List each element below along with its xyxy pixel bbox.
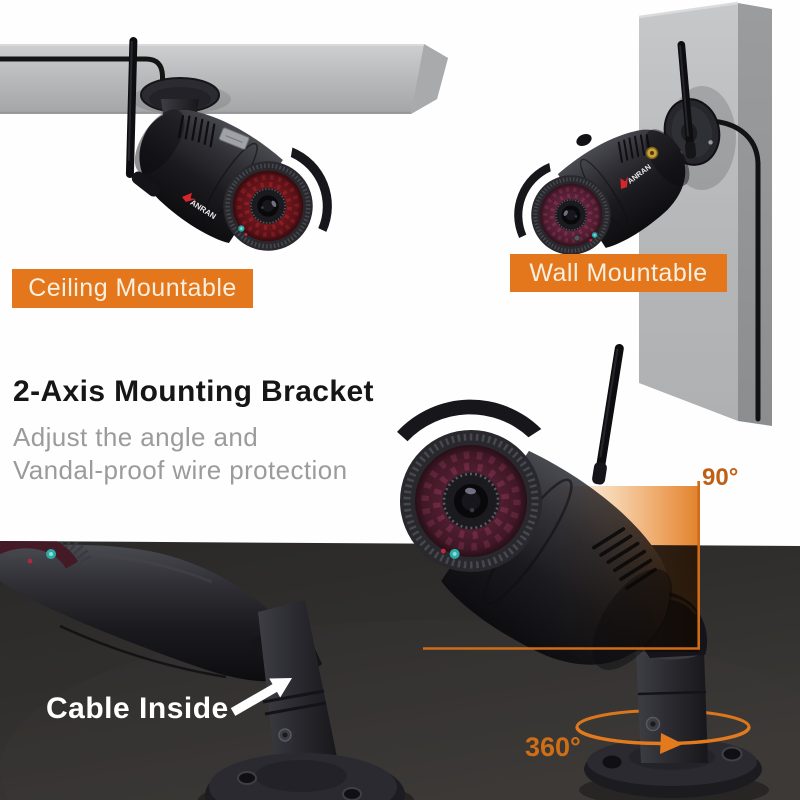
feature-description-line2: Vandal-proof wire protection [13, 455, 348, 485]
wifi-antenna-ceiling [125, 36, 138, 178]
feature-description: Adjust the angle and Vandal-proof wire p… [13, 421, 433, 487]
tilt-angle-line [423, 481, 700, 650]
wall-mountable-badge: Wall Mountable [510, 254, 727, 292]
ceiling-mountable-badge: Ceiling Mountable [12, 269, 253, 308]
power-cable-ceiling [0, 56, 165, 95]
wall-scene: ANRAN [493, 1, 772, 426]
wifi-antenna-wall [677, 40, 697, 159]
ceiling-scene: ANRAN [0, 36, 448, 289]
rotation-arrowhead-icon [660, 733, 683, 754]
ceiling-badge-label: Ceiling Mountable [28, 274, 237, 302]
closeup-camera [0, 541, 414, 800]
ir-panel-edge [0, 541, 79, 569]
feature-description-line1: Adjust the angle and [13, 422, 259, 452]
mount-stem-left [258, 600, 338, 772]
tilt-angle-callout: 90° [702, 464, 739, 491]
brand-mark-icon [182, 192, 197, 202]
feature-text-block: 2-Axis Mounting Bracket Adjust the angle… [13, 374, 433, 487]
cable-pointer-arrow-icon [230, 678, 292, 716]
rotation-angle-callout: 360° [525, 732, 581, 762]
video-connector [218, 127, 250, 150]
bottom-scene [0, 343, 800, 800]
brand-mark-icon [620, 176, 628, 189]
wall-slab [639, 3, 738, 421]
wifi-antenna-main [592, 343, 624, 485]
cable-inside-callout: Cable Inside [46, 692, 229, 725]
tilt-glow-overlay [546, 486, 699, 652]
wall-badge-label: Wall Mountable [529, 258, 708, 287]
mount-base-left [198, 753, 414, 800]
feature-title: 2-Axis Mounting Bracket [13, 375, 374, 408]
